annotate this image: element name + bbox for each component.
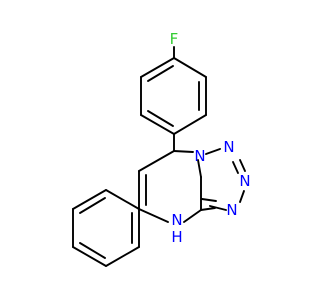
bond: [72, 246, 107, 267]
bond: [79, 242, 106, 259]
bond: [138, 150, 175, 172]
bond: [205, 148, 221, 155]
nh-n-label: N: [171, 211, 182, 229]
n-ring-1-label: N: [223, 138, 234, 156]
nh-h-label: H: [171, 228, 182, 246]
bond: [138, 208, 169, 223]
bond: [209, 205, 227, 211]
molecule-diagram: F N N N N N H: [72, 30, 251, 267]
bond: [140, 57, 175, 78]
bond: [239, 159, 246, 172]
n-ring-3-label: N: [226, 201, 237, 219]
fluorine-label: F: [170, 30, 179, 48]
bond: [147, 65, 174, 82]
bond: [147, 110, 174, 127]
bond: [173, 150, 194, 153]
bond: [173, 114, 207, 135]
structure-svg: F N N N N N H: [72, 30, 251, 267]
bond: [173, 57, 207, 78]
n-bridge-label: N: [194, 147, 205, 165]
bond: [105, 246, 140, 267]
bond: [183, 209, 202, 223]
atom-labels: F N N N N N H: [170, 30, 251, 246]
bond: [232, 161, 239, 174]
bond: [197, 159, 202, 178]
n-ring-2-label: N: [239, 172, 250, 190]
bond: [140, 114, 175, 135]
bond: [239, 190, 245, 203]
bond: [79, 197, 106, 214]
bond-network: [72, 46, 246, 267]
bond: [200, 207, 216, 211]
bond: [201, 198, 217, 202]
bond: [72, 189, 107, 210]
bond: [105, 189, 140, 210]
